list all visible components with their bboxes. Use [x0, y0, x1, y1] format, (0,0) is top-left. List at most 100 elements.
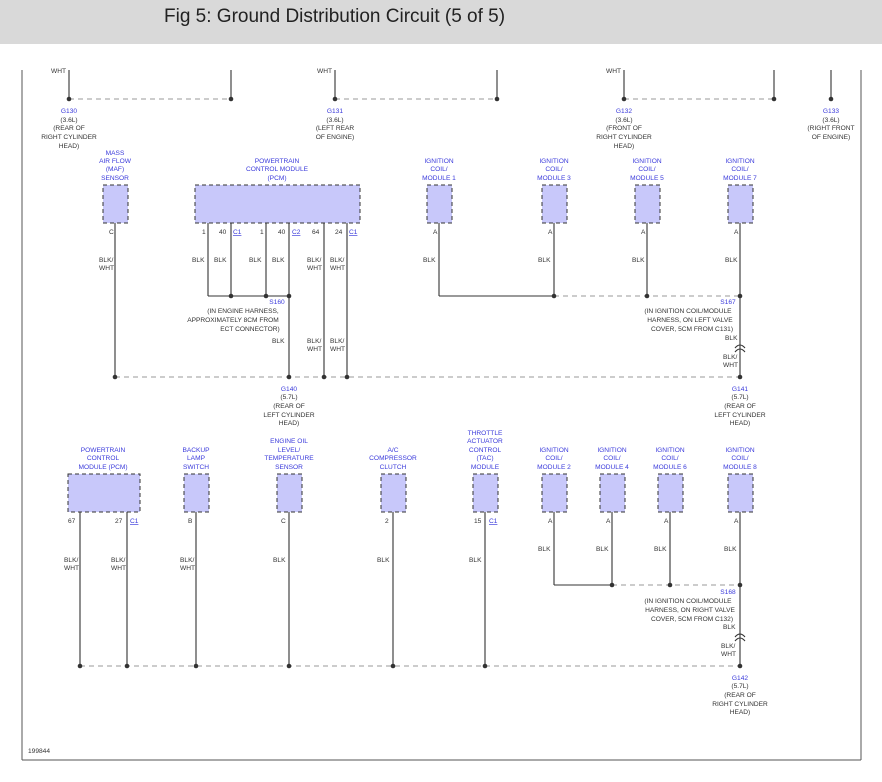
top-section: WHT WHT WHT G130 (3.6L) (REAR OF RIGHT C… — [41, 68, 854, 150]
wire-label: WHT — [606, 68, 621, 75]
svg-text:(3.6L): (3.6L) — [326, 117, 343, 124]
svg-text:27: 27 — [115, 518, 123, 525]
svg-text:(FRONT OF: (FRONT OF — [606, 125, 642, 132]
svg-text:(MAF): (MAF) — [106, 166, 124, 173]
svg-text:BLK: BLK — [538, 546, 551, 553]
ignition-coil-module-4: IGNITION COIL/ MODULE 4 A BLK — [595, 447, 629, 585]
svg-text:BLK: BLK — [538, 257, 551, 264]
svg-text:LEVEL/: LEVEL/ — [278, 447, 301, 454]
header-bar: Fig 5: Ground Distribution Circuit (5 of… — [0, 0, 882, 44]
splice-s168: S168 (IN IGNITION COIL/MODULE HARNESS, O… — [644, 585, 746, 666]
svg-text:HARNESS, ON RIGHT VALVE: HARNESS, ON RIGHT VALVE — [645, 607, 735, 614]
svg-text:C1: C1 — [233, 229, 242, 236]
splice-s160: S160 (IN ENGINE HARNESS, APPROXIMATELY 8… — [187, 299, 345, 353]
svg-text:MASS: MASS — [106, 150, 125, 157]
ignition-coil-module-5: IGNITION COIL/ MODULE 5 A BLK — [630, 158, 664, 296]
middle-section: MASS AIR FLOW (MAF) SENSOR C BLK/ WHT PO… — [99, 150, 766, 427]
svg-text:RIGHT CYLINDER: RIGHT CYLINDER — [712, 701, 768, 708]
svg-text:G141: G141 — [732, 386, 748, 393]
svg-text:(PCM): (PCM) — [267, 175, 286, 182]
svg-text:LAMP: LAMP — [187, 455, 206, 462]
svg-text:C1: C1 — [130, 518, 139, 525]
svg-text:APPROXIMATELY 8CM FROM: APPROXIMATELY 8CM FROM — [187, 317, 279, 324]
svg-text:CONTROL: CONTROL — [87, 455, 120, 462]
svg-text:BLK: BLK — [596, 546, 609, 553]
svg-text:MODULE 1: MODULE 1 — [422, 175, 456, 182]
ground-g140: G140 (5.7L) (REAR OF LEFT CYLINDER HEAD) — [263, 386, 314, 427]
svg-text:BLK/: BLK/ — [64, 557, 78, 564]
splice-s167: S167 (IN IGNITION COIL/MODULE HARNESS, O… — [644, 296, 746, 377]
ignition-coil-module-8: IGNITION COIL/ MODULE 8 A BLK — [723, 447, 757, 585]
svg-text:A: A — [606, 518, 611, 525]
ground-g141: G141 (5.7L) (REAR OF LEFT CYLINDER HEAD) — [714, 386, 765, 427]
svg-text:WHT: WHT — [330, 346, 345, 353]
svg-text:(REAR OF: (REAR OF — [724, 692, 756, 699]
svg-text:AIR FLOW: AIR FLOW — [99, 158, 132, 165]
svg-text:BLK: BLK — [632, 257, 645, 264]
svg-text:BLK: BLK — [214, 257, 227, 264]
ground-g132: G132 (3.6L) (FRONT OF RIGHT CYLINDER HEA… — [596, 108, 652, 150]
svg-text:C: C — [109, 229, 114, 236]
svg-text:SWITCH: SWITCH — [183, 464, 209, 471]
svg-text:WHT: WHT — [111, 565, 126, 572]
svg-text:MODULE 7: MODULE 7 — [723, 175, 757, 182]
svg-text:G130: G130 — [61, 108, 77, 115]
svg-text:WHT: WHT — [723, 362, 738, 369]
svg-text:HEAD): HEAD) — [614, 143, 635, 150]
svg-text:RIGHT CYLINDER: RIGHT CYLINDER — [41, 134, 97, 141]
svg-text:A: A — [548, 518, 553, 525]
svg-text:POWERTRAIN: POWERTRAIN — [81, 447, 126, 454]
pcm-module-top: POWERTRAIN CONTROL MODULE (PCM) 1 40 C1 … — [192, 158, 361, 377]
svg-text:COIL/: COIL/ — [661, 455, 678, 462]
svg-text:COIL/: COIL/ — [430, 166, 447, 173]
svg-text:C2: C2 — [292, 229, 301, 236]
svg-text:OF ENGINE): OF ENGINE) — [316, 134, 354, 141]
ground-g142: G142 (5.7L) (REAR OF RIGHT CYLINDER HEAD… — [712, 675, 768, 716]
svg-text:BLK: BLK — [192, 257, 205, 264]
svg-text:BLK/: BLK/ — [111, 557, 125, 564]
svg-text:RIGHT CYLINDER: RIGHT CYLINDER — [596, 134, 652, 141]
svg-text:(3.6L): (3.6L) — [60, 117, 77, 124]
bottom-section: POWERTRAIN CONTROL MODULE (PCM) 67 27 C1… — [64, 430, 768, 716]
svg-text:1: 1 — [260, 229, 264, 236]
svg-text:C1: C1 — [349, 229, 358, 236]
svg-text:IGNITION: IGNITION — [655, 447, 685, 454]
svg-text:BLK/: BLK/ — [723, 354, 737, 361]
ignition-coil-module-3: IGNITION COIL/ MODULE 3 A BLK — [537, 158, 571, 296]
svg-text:IGNITION: IGNITION — [725, 447, 755, 454]
ignition-coil-module-1: IGNITION COIL/ MODULE 1 A BLK — [422, 158, 456, 296]
svg-text:(5.7L): (5.7L) — [731, 683, 748, 690]
svg-text:(IN ENGINE HARNESS,: (IN ENGINE HARNESS, — [207, 308, 279, 315]
svg-text:COIL/: COIL/ — [638, 166, 655, 173]
svg-text:WHT: WHT — [64, 565, 79, 572]
svg-text:15: 15 — [474, 518, 482, 525]
svg-text:BLK: BLK — [469, 557, 482, 564]
svg-text:LEFT CYLINDER: LEFT CYLINDER — [714, 412, 765, 419]
ignition-coil-module-6: IGNITION COIL/ MODULE 6 A BLK — [653, 447, 687, 585]
svg-text:67: 67 — [68, 518, 76, 525]
svg-text:C: C — [281, 518, 286, 525]
pcm-module-bottom: POWERTRAIN CONTROL MODULE (PCM) 67 27 C1… — [64, 447, 141, 666]
svg-text:MODULE (PCM): MODULE (PCM) — [78, 464, 127, 471]
svg-text:(3.6L): (3.6L) — [822, 117, 839, 124]
svg-text:WHT: WHT — [721, 651, 736, 658]
svg-text:BLK/: BLK/ — [99, 257, 113, 264]
svg-text:COIL/: COIL/ — [731, 166, 748, 173]
page-title: Fig 5: Ground Distribution Circuit (5 of… — [164, 6, 506, 27]
svg-text:A: A — [433, 229, 438, 236]
svg-text:LEFT CYLINDER: LEFT CYLINDER — [263, 412, 314, 419]
svg-text:IGNITION: IGNITION — [539, 158, 569, 165]
svg-text:HEAD): HEAD) — [279, 420, 300, 427]
svg-text:MODULE 8: MODULE 8 — [723, 464, 757, 471]
svg-text:MODULE 3: MODULE 3 — [537, 175, 571, 182]
svg-text:(IN IGNITION COIL/MODULE: (IN IGNITION COIL/MODULE — [644, 598, 732, 605]
svg-text:1: 1 — [202, 229, 206, 236]
svg-text:BLK: BLK — [725, 335, 738, 342]
svg-text:COIL/: COIL/ — [545, 455, 562, 462]
svg-text:MODULE: MODULE — [471, 464, 500, 471]
ignition-coil-module-2: IGNITION COIL/ MODULE 2 A BLK — [537, 447, 571, 585]
svg-text:S168: S168 — [720, 589, 736, 596]
svg-text:COIL/: COIL/ — [603, 455, 620, 462]
svg-text:BACKUP: BACKUP — [182, 447, 210, 454]
figure-id: 199844 — [28, 748, 50, 755]
